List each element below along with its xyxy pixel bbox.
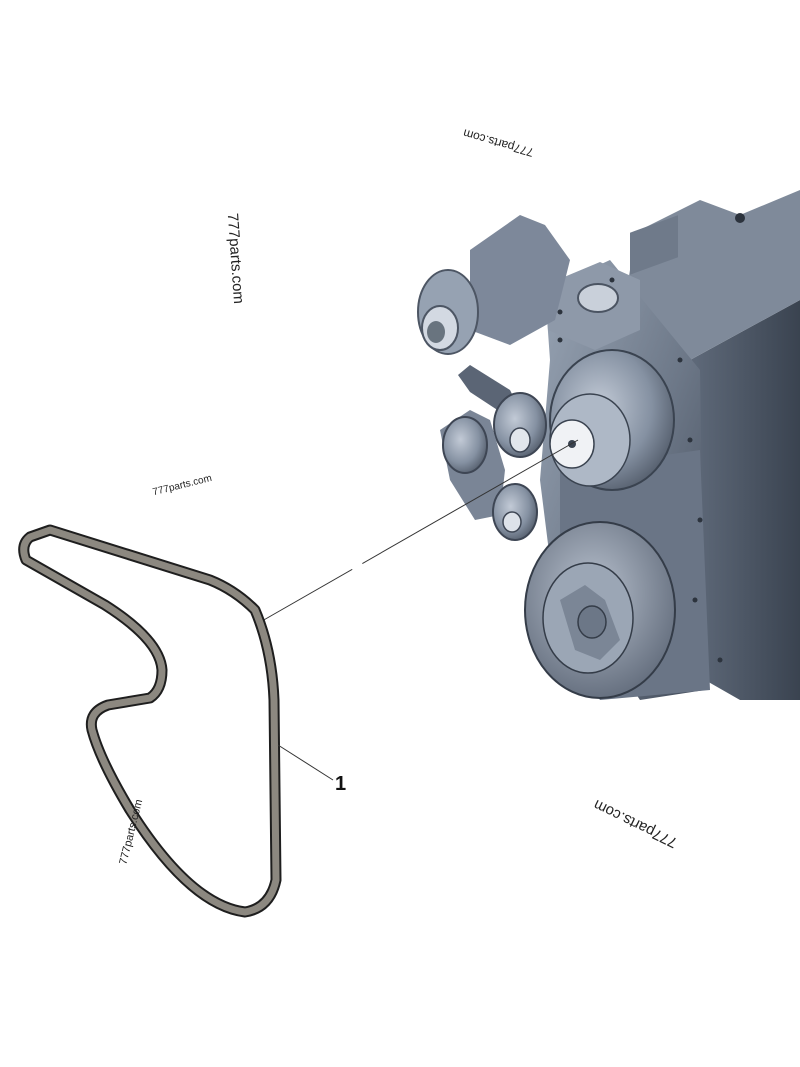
callout-leader-1 — [277, 744, 334, 781]
tensioner — [440, 410, 505, 520]
idler-pulley-upper — [493, 392, 547, 458]
bolt-holes — [557, 213, 745, 663]
engine-assembly — [417, 190, 800, 700]
engine-block-side — [690, 300, 800, 700]
engine-top-boss — [630, 215, 678, 275]
serpentine-belt — [18, 524, 282, 918]
thermostat-outlet — [577, 283, 619, 313]
crankshaft-damper — [524, 521, 676, 699]
idler-pulley-lower — [492, 483, 538, 541]
water-pump-pulley — [549, 349, 675, 491]
assembly-leader-line — [261, 439, 579, 622]
alternator — [417, 215, 570, 355]
callout-number-belt: 1 — [335, 773, 347, 795]
assembly-leader-gap — [351, 561, 363, 571]
